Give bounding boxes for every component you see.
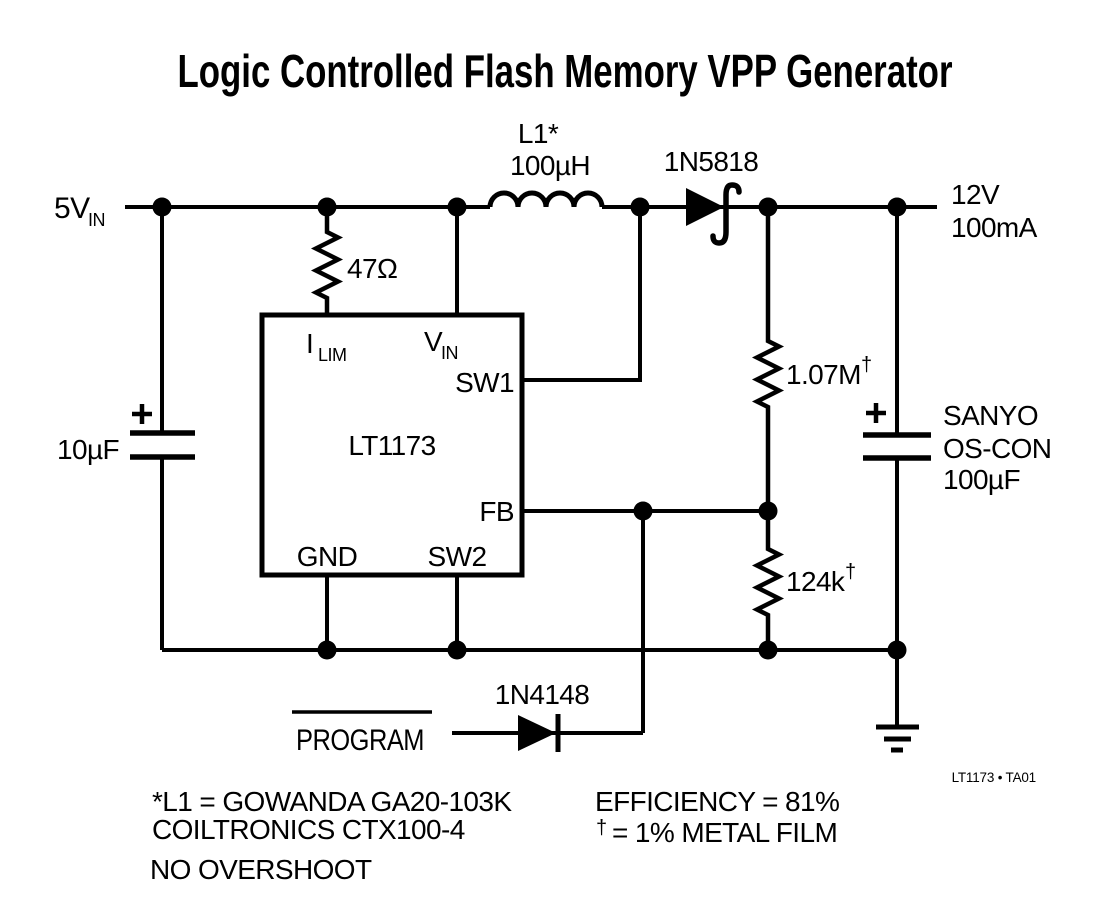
note-l1-line1: *L1 = GOWANDA GA20-103K — [152, 786, 512, 817]
divider-bottom-resistor: 124k † — [751, 511, 856, 650]
schottky-part-label: 1N5818 — [664, 146, 759, 177]
ilim-resistor-value-label: 47Ω — [347, 253, 397, 284]
output-voltage-text: 12V — [951, 179, 1000, 210]
schottky-cathode-bar — [710, 182, 742, 246]
schottky-anode-triangle — [686, 188, 724, 226]
ic-pin-gnd-label: GND — [297, 541, 357, 572]
divider-top-zigzag — [751, 207, 785, 511]
figure-id-label: LT1173 • TA01 — [952, 770, 1036, 785]
ic-part-number: LT1173 — [348, 430, 435, 461]
ic-body — [259, 312, 525, 578]
note-efficiency: EFFICIENCY = 81% — [595, 786, 839, 817]
output-capacitor: SANYO OS-CON 100µF — [863, 207, 1052, 650]
notes-block: *L1 = GOWANDA GA20-103K COILTRONICS CTX1… — [150, 786, 840, 885]
ic-lt1173: I LIM V IN SW1 LT1173 FB GND SW2 — [259, 312, 525, 578]
ground-bars — [876, 724, 919, 753]
divider-bottom-tolerance-mark: † — [845, 561, 856, 583]
input-cap-value-label: 10µF — [57, 434, 119, 465]
ilim-resistor-zigzag — [310, 207, 344, 315]
output-cap-brand-label: SANYO — [943, 400, 1038, 431]
inductor-symbol: L1* 100µH — [487, 118, 605, 208]
inductor-value-label: 100µH — [510, 150, 590, 181]
plus-polarity-icon — [866, 403, 886, 423]
divider-top-value-label: 1.07M — [786, 359, 861, 390]
junction-dots — [152, 197, 907, 660]
ilim-resistor: 47Ω — [310, 207, 398, 315]
supply-input-label: 5V IN — [54, 192, 106, 230]
output-cap-series-label: OS-CON — [943, 433, 1051, 464]
output-current-text: 100mA — [951, 212, 1038, 243]
output-cap-value-label: 100µF — [943, 464, 1020, 495]
ic-pin-fb-label: FB — [479, 496, 514, 527]
inductor-coils — [487, 190, 605, 208]
plus-polarity-icon — [132, 404, 152, 424]
inductor-ref-label: L1* — [518, 118, 559, 149]
divider-top-resistor: 1.07M † — [751, 207, 872, 511]
note-no-overshoot: NO OVERSHOOT — [150, 854, 372, 885]
input-capacitor: 10µF — [57, 207, 195, 650]
program-input: PROGRAM 1N4148 — [292, 511, 645, 757]
output-cap-plates — [863, 432, 931, 461]
note-tolerance-text: = 1% METAL FILM — [612, 817, 837, 848]
note-tolerance-mark: † — [596, 817, 607, 839]
supply-voltage-text: 5V — [54, 192, 90, 225]
ic-pin-ilim-subscript: LIM — [318, 345, 347, 365]
note-l1-line2: COILTRONICS CTX100-4 — [152, 814, 465, 845]
earth-ground-icon — [876, 650, 919, 753]
divider-bottom-value-label: 124k — [786, 566, 846, 597]
ic-pin-sw1-label: SW1 — [455, 367, 514, 398]
program-diode-triangle — [518, 715, 556, 751]
divider-bottom-zigzag — [751, 511, 785, 650]
divider-top-tolerance-mark: † — [861, 354, 872, 376]
input-cap-plates — [130, 430, 195, 460]
ic-pin-vin-label: V — [424, 326, 443, 357]
program-diode-part-label: 1N4148 — [495, 679, 590, 710]
output-label: 12V 100mA — [951, 179, 1038, 243]
schottky-diode-symbol: 1N5818 — [664, 146, 759, 246]
ic-pin-sw2-label: SW2 — [428, 541, 487, 572]
program-signal-label: PROGRAM — [296, 724, 424, 757]
ic-pin-vin-subscript: IN — [441, 343, 458, 363]
circuit-title: Logic Controlled Flash Memory VPP Genera… — [178, 45, 953, 97]
supply-voltage-subscript: IN — [88, 210, 105, 230]
ic-pin-ilim-label: I — [306, 328, 313, 359]
sw1-pin-wire — [522, 207, 642, 382]
